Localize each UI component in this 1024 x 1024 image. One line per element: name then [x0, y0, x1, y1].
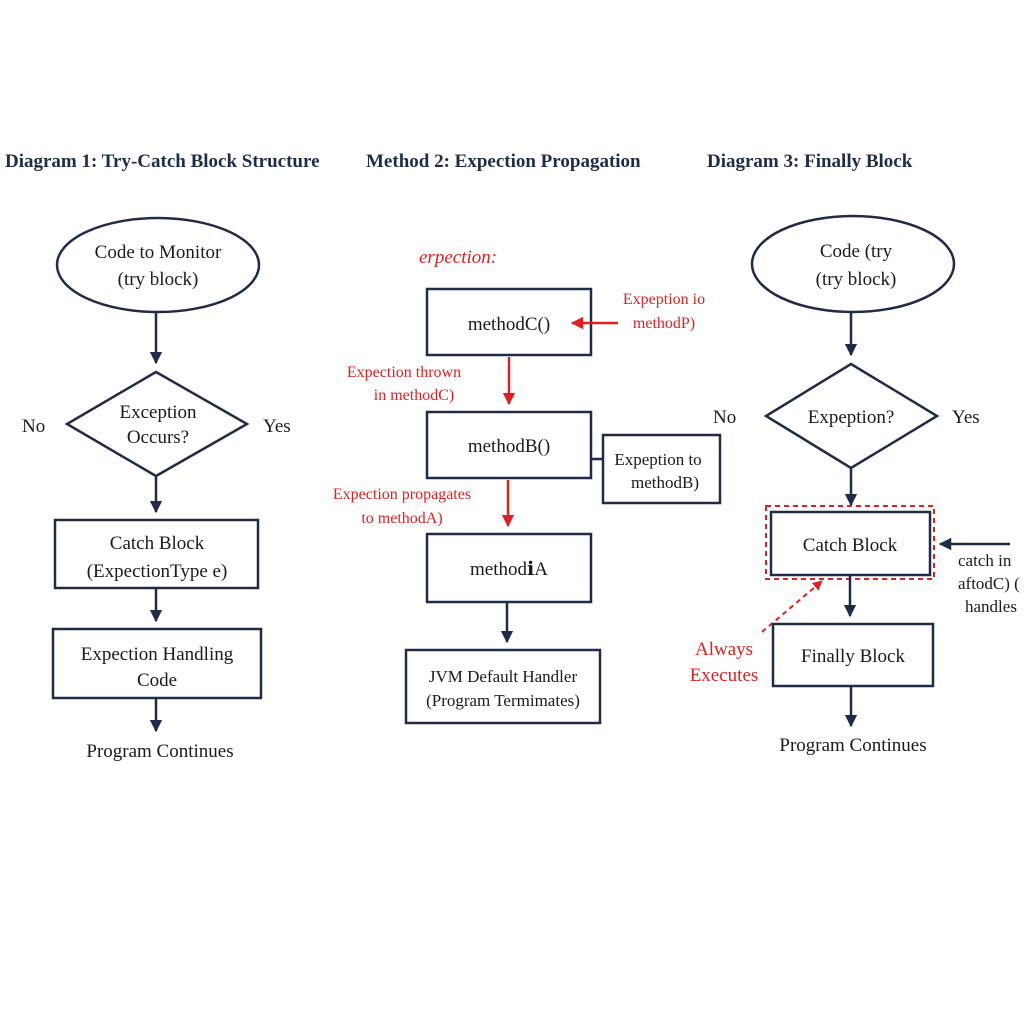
diagram2: erpection: methodC() Expeption io method…	[333, 247, 722, 725]
d1-start-line1: Code to Monitor	[95, 242, 222, 263]
d1-start-ellipse	[55, 216, 261, 314]
d3-decision-diamond	[763, 362, 940, 470]
d3-side-note-line3: handles	[965, 597, 1017, 616]
d2-methoda-box	[425, 532, 593, 604]
d1-yes-label: Yes	[263, 416, 291, 437]
d1-handling-line2: Code	[137, 670, 177, 691]
d1-no-label: No	[22, 416, 45, 437]
d3-start-line2: (try block)	[816, 269, 897, 290]
d3-finally-box	[771, 622, 935, 688]
d2-methodb-box	[425, 410, 593, 480]
d1-catch-line1: Catch Block	[110, 533, 205, 554]
d2-note-b-line1: Expeption to	[614, 450, 701, 469]
d2-methodc-text: methodC()	[468, 314, 550, 335]
d2-methodc-box	[425, 287, 593, 357]
d3-start-line1: Code (try	[820, 241, 893, 262]
d2-methoda-text: methodℹA	[470, 559, 548, 580]
d3-start-ellipse	[750, 214, 956, 314]
d1-catch-line2: (ExpectionType e)	[87, 561, 228, 582]
d1-start-line2: (try block)	[118, 269, 199, 290]
d2-jvm-box	[404, 648, 602, 725]
d3-catch-text: Catch Block	[803, 535, 898, 556]
d3-always-line2: Executes	[690, 665, 759, 686]
diagram3: Code (try (try block) Expeption? No Yes …	[690, 214, 1020, 756]
d3-end-text: Program Continues	[779, 735, 926, 756]
diagram1: Code to Monitor (try block) Exception Oc…	[22, 216, 291, 762]
d2-thrown-line2: in methodC)	[374, 387, 454, 404]
diagram2-title: Method 2: Expection Propagation	[366, 151, 641, 172]
d1-handling-line1: Expection Handling	[81, 644, 234, 665]
d1-decision-line2: Occurs?	[127, 427, 189, 448]
d3-decision-text: Expeption?	[808, 407, 895, 428]
d3-catch-box	[769, 510, 932, 577]
d2-note-b-line2: methodB)	[631, 473, 699, 492]
d2-note-c-line1: Expeption io	[623, 291, 705, 308]
d1-decision-diamond	[64, 370, 250, 478]
d2-jvm-line2: (Program Termimates)	[426, 691, 580, 710]
d3-no-label: No	[713, 407, 736, 428]
d2-methodb-text: methodB()	[468, 436, 550, 457]
d2-note-c-line2: methodP)	[633, 315, 695, 332]
d2-propagates-line2: to methodA)	[361, 510, 442, 527]
d1-end-text: Program Continues	[86, 741, 233, 762]
d2-header: erpection:	[419, 247, 497, 268]
d1-handling-box	[51, 627, 263, 700]
diagram1-title: Diagram 1: Try-Catch Block Structure	[5, 151, 320, 172]
diagram3-title: Diagram 3: Finally Block	[707, 151, 913, 172]
d3-always-line1: Always	[695, 639, 753, 660]
d3-finally-text: Finally Block	[801, 646, 905, 667]
d2-note-b-box	[601, 433, 722, 505]
d2-propagates-line1: Expection propagates	[333, 486, 471, 503]
d3-side-note-line1: catch in	[958, 551, 1012, 570]
d3-side-note-line2: aftodC) (	[958, 574, 1020, 593]
d2-thrown-line1: Expection thrown	[347, 364, 461, 381]
d3-yes-label: Yes	[952, 407, 980, 428]
d1-catch-box	[53, 518, 260, 590]
d1-decision-line1: Exception	[119, 402, 197, 423]
d2-jvm-line1: JVM Default Handler	[429, 667, 578, 686]
